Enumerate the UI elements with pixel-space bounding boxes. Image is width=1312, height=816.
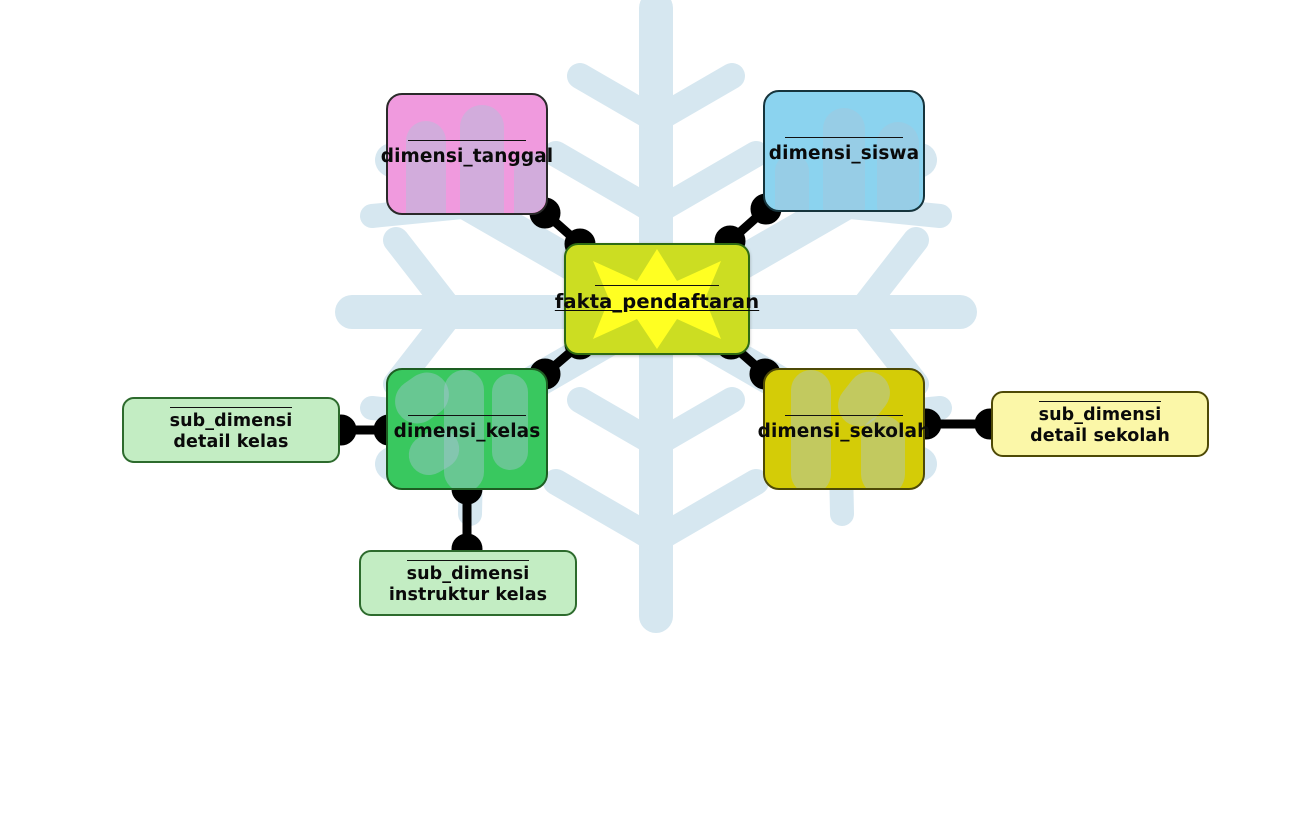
node-divider-rule <box>407 559 529 561</box>
node-label: sub_dimensi detail kelas <box>170 411 293 454</box>
node-label-line1: sub_dimensi <box>169 410 293 431</box>
node-label-line2: instruktur kelas <box>388 585 548 605</box>
node-divider-rule <box>170 406 292 408</box>
node-label: fakta_pendaftaran <box>554 290 760 313</box>
node-dimensi-kelas[interactable]: dimensi_kelas <box>386 368 548 490</box>
node-sub-dimensi-detail-sekolah[interactable]: sub_dimensi detail sekolah <box>991 391 1209 457</box>
node-dimensi-tanggal[interactable]: dimensi_tanggal <box>381 93 553 215</box>
node-divider-rule <box>1039 400 1161 402</box>
node-label-line1: sub_dimensi <box>406 563 530 584</box>
node-label: dimensi_tanggal <box>380 146 554 168</box>
node-divider-rule <box>408 415 526 417</box>
node-divider-rule <box>785 415 903 417</box>
node-fakta-pendaftaran[interactable]: fakta_pendaftaran <box>555 243 759 355</box>
node-divider-rule <box>595 285 719 286</box>
node-label-line2: detail sekolah <box>1030 426 1170 446</box>
node-dimensi-sekolah[interactable]: dimensi_sekolah <box>758 368 930 490</box>
node-label: dimensi_sekolah <box>757 421 931 443</box>
node-label: dimensi_siswa <box>768 143 920 165</box>
node-label-line2: detail kelas <box>173 432 289 452</box>
node-sub-dimensi-detail-kelas[interactable]: sub_dimensi detail kelas <box>122 397 340 463</box>
node-label-line1: sub_dimensi <box>1038 404 1162 425</box>
node-label: dimensi_kelas <box>393 421 541 443</box>
node-divider-rule <box>785 137 903 139</box>
node-sub-dimensi-instruktur-kelas[interactable]: sub_dimensi instruktur kelas <box>359 550 577 616</box>
node-dimensi-siswa[interactable]: dimensi_siswa <box>763 90 925 212</box>
edge-siswa-fact <box>725 204 771 246</box>
node-label: sub_dimensi detail sekolah <box>1030 405 1170 448</box>
node-divider-rule <box>408 140 526 142</box>
edge-tanggal-fact <box>540 208 585 249</box>
node-label: sub_dimensi instruktur kelas <box>389 564 547 607</box>
